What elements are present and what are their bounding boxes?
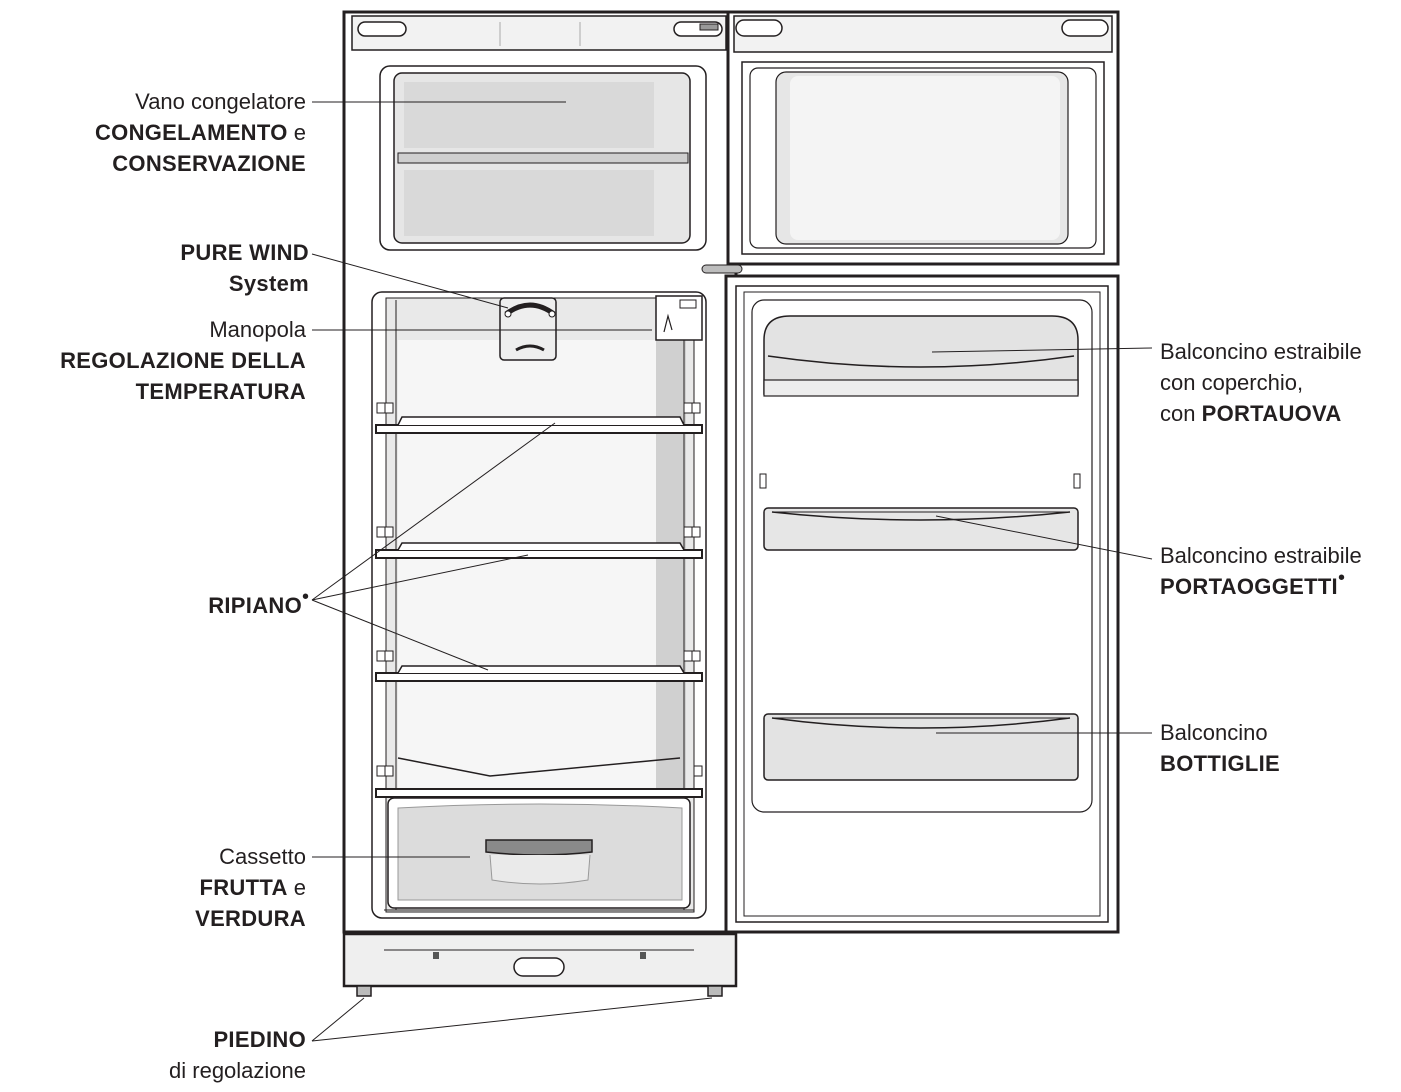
hinge <box>701 264 743 274</box>
foot-line1-bold: PIEDINO <box>213 1027 306 1052</box>
crisper-line2-bold: FRUTTA <box>199 875 288 900</box>
egg-shelf-line2: con coperchio, <box>1160 370 1304 395</box>
bottle-shelf <box>763 713 1079 781</box>
crisper-line3-bold: VERDURA <box>195 906 306 931</box>
pure-wind-line2: System <box>228 271 309 296</box>
label-bottle-shelf: Balconcino BOTTIGLIE <box>1160 717 1280 779</box>
label-egg-shelf: Balconcino estraibile con coperchio, con… <box>1160 336 1362 429</box>
fridge-compartment <box>371 291 707 919</box>
leader-lines <box>311 101 1153 1042</box>
knob-line3-bold: TEMPERATURA <box>135 379 306 404</box>
crisper-line2-rest: e <box>287 875 306 900</box>
label-shelf: RIPIANO• <box>208 587 309 621</box>
freezer-line3-bold: CONSERVAZIONE <box>112 151 306 176</box>
shelf-mark: • <box>301 585 309 608</box>
label-foot: PIEDINO di regolazione <box>169 1024 306 1086</box>
freezer-line2-rest: e <box>287 120 306 145</box>
shelf-text: RIPIANO <box>208 593 302 618</box>
pure-wind-line1: PURE WIND <box>180 240 309 265</box>
knob-line1: Manopola <box>209 317 306 342</box>
pure-wind-unit <box>499 297 557 361</box>
label-pure-wind: PURE WIND System <box>180 237 309 299</box>
freezer-line1: Vano congelatore <box>135 89 306 114</box>
label-crisper: Cassetto FRUTTA e VERDURA <box>195 841 306 934</box>
crisper-drawer <box>387 797 691 909</box>
freezer-door <box>726 10 1120 266</box>
temperature-knob <box>655 295 703 341</box>
freezer-line2-bold: CONGELAMENTO <box>94 120 288 145</box>
freezer-compartment <box>379 65 707 251</box>
door-shelf-line2-bold: PORTAOGGETTI <box>1160 574 1338 599</box>
door-shelf <box>763 507 1079 551</box>
egg-shelf-line3-rest: con <box>1160 401 1202 426</box>
crisper-line1: Cassetto <box>219 844 306 869</box>
label-freezer: Vano congelatore CONGELAMENTO e CONSERVA… <box>95 86 306 179</box>
bottle-shelf-line2-bold: BOTTIGLIE <box>1160 751 1281 776</box>
egg-shelf <box>763 315 1079 397</box>
door-shelf-mark: • <box>1337 566 1345 589</box>
bottle-shelf-line1: Balconcino <box>1160 720 1268 745</box>
label-knob: Manopola REGOLAZIONE DELLA TEMPERATURA <box>60 314 306 407</box>
egg-shelf-line1: Balconcino estraibile <box>1160 339 1362 364</box>
egg-shelf-line3-bold: PORTAUOVA <box>1201 401 1342 426</box>
fridge-door <box>724 274 1120 934</box>
foot-line2: di regolazione <box>169 1058 306 1083</box>
plinth <box>342 932 738 997</box>
knob-line2-bold: REGOLAZIONE DELLA <box>60 348 306 373</box>
shelves <box>375 416 703 798</box>
door-shelf-line1: Balconcino estraibile <box>1160 543 1362 568</box>
label-door-shelf: Balconcino estraibile PORTAOGGETTI• <box>1160 540 1362 602</box>
